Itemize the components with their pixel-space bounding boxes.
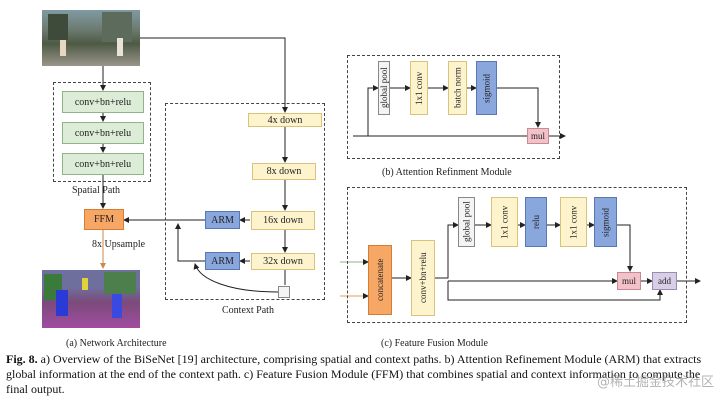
arm-global-pool: global pool (378, 61, 390, 115)
arm-mul: mul (527, 128, 549, 144)
arm-block-2: ARM (205, 252, 240, 270)
context-down-4x: 4x down (248, 113, 322, 127)
ffm-relu: relu (525, 197, 547, 247)
context-down-8x: 8x down (252, 163, 316, 180)
ffm-module-caption: (c) Feature Fusion Module (381, 338, 488, 349)
ffm-mul: mul (617, 272, 641, 290)
figure-caption-prefix: Fig. 8. (6, 352, 38, 366)
arm-conv-1x1: 1x1 conv (410, 61, 428, 115)
figure-caption-text: a) Overview of the BiSeNet [19] architec… (6, 352, 702, 396)
spatial-conv-block-2: conv+bn+relu (62, 122, 144, 144)
ffm-module-frame (347, 187, 687, 323)
figure-caption: Fig. 8. a) Overview of the BiSeNet [19] … (6, 352, 716, 397)
spatial-path-label: Spatial Path (72, 185, 121, 196)
arm-module-caption: (b) Attention Refinment Module (382, 167, 512, 178)
spatial-path-frame (53, 82, 151, 182)
spatial-conv-block-3: conv+bn+relu (62, 153, 144, 175)
ffm-conv-1x1-a: 1x1 conv (491, 197, 518, 247)
ffm-conv-bn-relu: conv+bn+relu (411, 240, 435, 316)
ffm-block: FFM (84, 209, 124, 230)
arm-module-frame (347, 55, 560, 159)
arm-batch-norm: batch norm (448, 61, 467, 115)
input-image (42, 10, 140, 66)
ffm-add: add (652, 272, 677, 290)
segmentation-output-image (42, 270, 140, 328)
arm-sigmoid: sigmoid (476, 61, 497, 115)
ffm-concatenate: concatenate (368, 245, 392, 315)
ffm-global-pool: global pool (458, 197, 475, 247)
spatial-conv-block-1: conv+bn+relu (62, 91, 144, 113)
context-path-label: Context Path (222, 305, 274, 316)
watermark: @稀土掘金技术社区 (596, 375, 714, 390)
context-down-32x: 32x down (251, 253, 315, 270)
global-pool-node (278, 286, 290, 298)
upsample-label: 8x Upsample (92, 239, 146, 250)
network-caption: (a) Network Architecture (66, 338, 167, 349)
ffm-sigmoid: sigmoid (594, 197, 617, 247)
context-down-16x: 16x down (251, 211, 315, 230)
arm-block-1: ARM (205, 211, 240, 229)
context-path-frame (165, 103, 325, 300)
ffm-conv-1x1-b: 1x1 conv (560, 197, 587, 247)
